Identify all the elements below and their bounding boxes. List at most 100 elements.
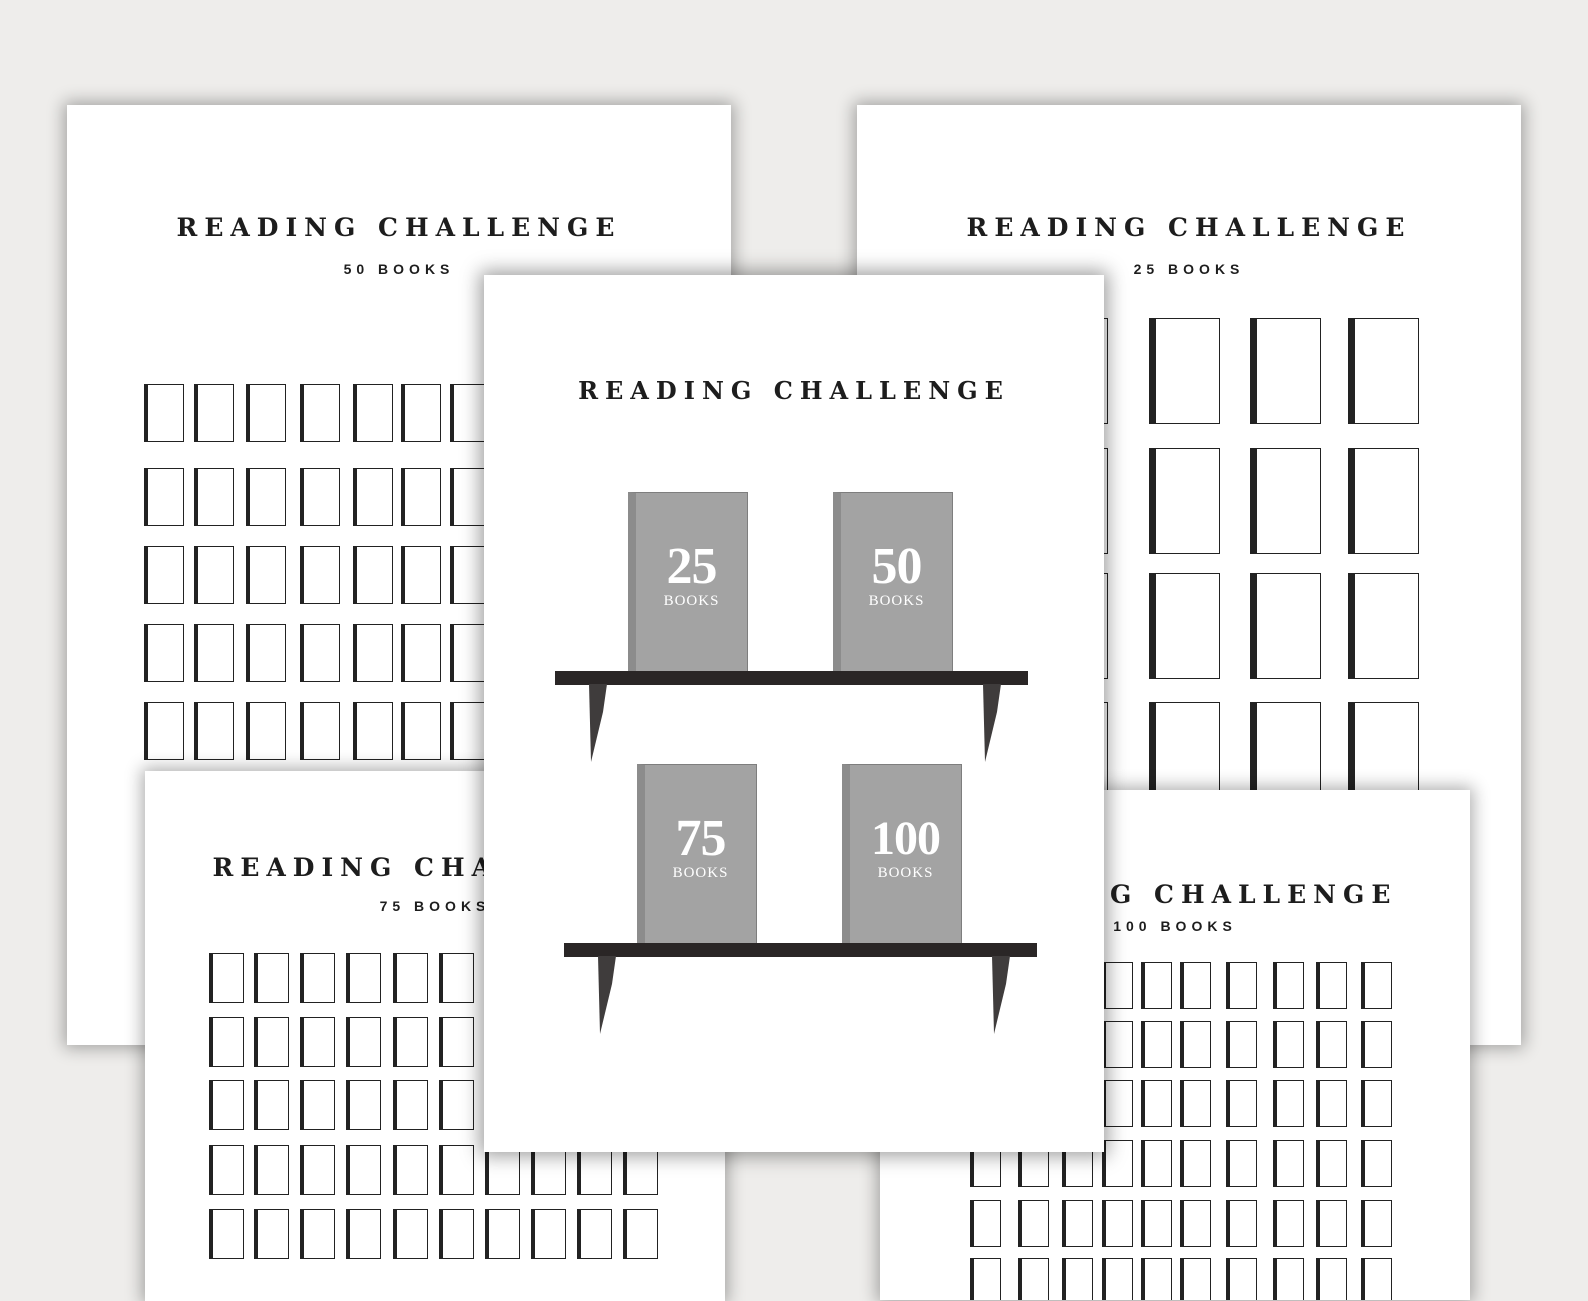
book-slot — [353, 702, 393, 760]
book-slot — [194, 546, 234, 604]
book-slot — [1141, 1080, 1172, 1127]
book-slot — [1316, 962, 1347, 1009]
book-number: 25 — [666, 538, 718, 595]
book-slot — [1361, 1140, 1392, 1187]
book-slot — [346, 1080, 381, 1130]
book-slot — [1316, 1200, 1347, 1247]
book-slot — [1062, 1258, 1093, 1300]
book-slot — [1180, 962, 1211, 1009]
book-slot — [1226, 1258, 1257, 1300]
book-slot — [254, 1080, 289, 1130]
book-slot — [1273, 962, 1304, 1009]
book-slot — [300, 546, 340, 604]
book-slot — [209, 1017, 244, 1067]
book-slot — [485, 1145, 520, 1195]
book-slot — [439, 1017, 474, 1067]
book-slot — [246, 624, 286, 682]
book-slot — [1018, 1258, 1049, 1300]
book-slot — [300, 1080, 335, 1130]
book-slot — [393, 1080, 428, 1130]
book-slot — [1316, 1080, 1347, 1127]
book-100: 100 BOOKS — [842, 764, 962, 944]
book-slot — [1361, 1200, 1392, 1247]
sheet-subtitle: 100 BOOKS — [1113, 918, 1237, 934]
book-slot — [393, 953, 428, 1003]
book-slot — [209, 1209, 244, 1259]
book-slot — [300, 624, 340, 682]
book-slot — [1180, 1258, 1211, 1300]
book-slot — [300, 1145, 335, 1195]
book-slot — [623, 1145, 658, 1195]
book-slot — [577, 1145, 612, 1195]
sheet-title: READING CHALLENGE — [176, 213, 622, 242]
book-slot — [353, 624, 393, 682]
book-slot — [531, 1209, 566, 1259]
book-slot — [353, 384, 393, 442]
book-slot — [1273, 1140, 1304, 1187]
book-slot — [1348, 448, 1419, 554]
book-slot — [1361, 1021, 1392, 1068]
book-slot — [1226, 1021, 1257, 1068]
book-75: 75 BOOKS — [637, 764, 757, 944]
book-slot — [1250, 448, 1321, 554]
book-slot — [1273, 1258, 1304, 1300]
book-slot — [346, 1145, 381, 1195]
book-slot — [393, 1017, 428, 1067]
book-slot — [346, 953, 381, 1003]
book-slot — [450, 468, 490, 526]
bottom-shelf-bracket-left — [598, 956, 616, 1034]
book-slot — [1273, 1200, 1304, 1247]
book-slot — [254, 1145, 289, 1195]
book-slot — [209, 953, 244, 1003]
book-50: 50 BOOKS — [833, 492, 953, 672]
sheet-subtitle: 50 BOOKS — [343, 261, 455, 277]
book-slot — [1226, 1140, 1257, 1187]
book-slot — [300, 702, 340, 760]
book-slot — [194, 384, 234, 442]
top-shelf-bracket-left — [589, 684, 607, 762]
bottom-shelf-bracket-right — [992, 956, 1010, 1034]
book-slot — [1180, 1140, 1211, 1187]
book-slot — [1141, 1140, 1172, 1187]
book-slot — [1316, 1258, 1347, 1300]
book-slot — [144, 384, 184, 442]
book-slot — [970, 1258, 1001, 1300]
book-slot — [1316, 1021, 1347, 1068]
book-slot — [1141, 962, 1172, 1009]
book-slot — [401, 384, 441, 442]
book-slot — [1149, 318, 1220, 424]
book-slot — [346, 1017, 381, 1067]
featured-title: READING CHALLENGE — [578, 376, 1010, 405]
book-slot — [439, 1080, 474, 1130]
book-slot — [1361, 1258, 1392, 1300]
book-slot — [1102, 1080, 1133, 1127]
book-slot — [300, 953, 335, 1003]
sheet-title: READING CHALLENGE — [966, 213, 1412, 242]
sheet-subtitle: 25 BOOKS — [1133, 261, 1245, 277]
book-slot — [300, 1209, 335, 1259]
book-slot — [246, 702, 286, 760]
book-label: BOOKS — [663, 593, 720, 609]
book-slot — [209, 1145, 244, 1195]
book-slot — [1348, 573, 1419, 679]
book-slot — [439, 953, 474, 1003]
book-slot — [300, 468, 340, 526]
book-slot — [209, 1080, 244, 1130]
book-slot — [144, 546, 184, 604]
book-slot — [1348, 318, 1419, 424]
book-slot — [1018, 1200, 1049, 1247]
book-slot — [246, 468, 286, 526]
book-slot — [144, 624, 184, 682]
book-slot — [1102, 1258, 1133, 1300]
book-slot — [1250, 318, 1321, 424]
book-slot — [623, 1209, 658, 1259]
book-25: 25 BOOKS — [628, 492, 748, 672]
book-slot — [194, 702, 234, 760]
book-slot — [1062, 1200, 1093, 1247]
bottom-shelf — [564, 943, 1037, 957]
book-slot — [439, 1145, 474, 1195]
book-slot — [246, 546, 286, 604]
top-shelf-bracket-right — [983, 684, 1001, 762]
book-slot — [1141, 1200, 1172, 1247]
book-slot — [1226, 1200, 1257, 1247]
